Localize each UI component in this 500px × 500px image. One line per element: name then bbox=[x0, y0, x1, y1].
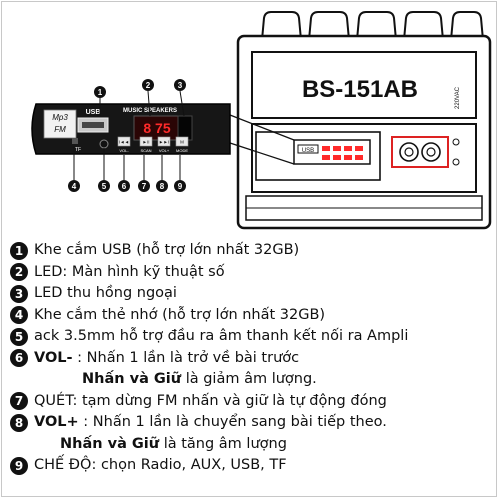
button-label-scan: SCAN bbox=[140, 148, 151, 153]
legend-item-6-detail: Nhấn và Giữ là giảm âm lượng. bbox=[10, 369, 494, 391]
legend-number-4: 4 bbox=[10, 306, 28, 324]
legend-bold-6: VOL- bbox=[34, 349, 73, 366]
svg-text:4: 4 bbox=[72, 182, 77, 191]
module-logo-fm: FM bbox=[54, 125, 66, 134]
svg-text:2: 2 bbox=[146, 81, 151, 90]
svg-text:6: 6 bbox=[122, 182, 127, 191]
marker-1: 1 bbox=[94, 86, 106, 98]
legend-number-6: 6 bbox=[10, 349, 28, 367]
device-diagram: BS-151AB 220VAC USB Mp3 FM USB MUSIC SPE… bbox=[31, 11, 492, 230]
legend-item-4: 4 Khe cắm thẻ nhớ (hỗ trợ lớn nhất 32GB) bbox=[10, 305, 494, 327]
legend-text-5: ack 3.5mm hỗ trợ đầu ra âm thanh kết nối… bbox=[34, 328, 409, 344]
legend-item-1: 1 Khe cắm USB (hỗ trợ lớn nhất 32GB) bbox=[10, 240, 494, 262]
svg-text:5: 5 bbox=[102, 182, 107, 191]
led-display-value: 8 75 bbox=[143, 120, 170, 136]
legend-item-7: 7 QUÉT: tạm dừng FM nhấn và giữ là tự độ… bbox=[10, 391, 494, 413]
legend-number-9: 9 bbox=[10, 456, 28, 475]
legend-item-3: 3 LED thu hồng ngoại bbox=[10, 283, 494, 305]
legend-number-8: 8 bbox=[10, 413, 28, 432]
legend-item-8-detail: Nhấn và Giữ là tăng âm lượng bbox=[10, 434, 494, 456]
marker-3: 3 bbox=[174, 79, 186, 91]
legend-bold-8: VOL+ bbox=[34, 414, 79, 430]
button-label-vol-plus: VOL+ bbox=[159, 148, 170, 153]
marker-9: 9 bbox=[174, 180, 186, 192]
legend-item-2: 2 LED: Màn hình kỹ thuật số bbox=[10, 262, 494, 284]
button-cap-prev: I◄◄ bbox=[119, 140, 129, 145]
module-logo-mp3: Mp3 bbox=[52, 113, 68, 122]
legend-text-7: QUÉT: tạm dừng FM nhấn và giữ là tự động… bbox=[34, 392, 387, 409]
button-cap-mode: M bbox=[180, 140, 184, 145]
cabinet-usb-label: USB bbox=[302, 148, 314, 154]
legend-number-1: 1 bbox=[10, 241, 28, 260]
module-button-labels: VOL- SCAN VOL+ MODE bbox=[119, 148, 188, 153]
legend-text-8-detail: là tăng âm lượng bbox=[159, 435, 287, 452]
legend-item-8: 8 VOL+ : Nhấn 1 lần là chuyển sang bài t… bbox=[10, 412, 494, 434]
legend-text-3: LED thu hồng ngoại bbox=[34, 285, 177, 301]
marker-8: 8 bbox=[156, 180, 168, 192]
marker-2: 2 bbox=[142, 79, 154, 91]
legend-text-9: CHẾ ĐỘ: chọn Radio, AUX, USB, TF bbox=[34, 457, 287, 473]
legend-number-7: 7 bbox=[10, 392, 28, 410]
legend-text-8: : Nhấn 1 lần là chuyển sang bài tiếp the… bbox=[78, 414, 387, 430]
marker-5: 5 bbox=[98, 180, 110, 192]
module-usb-label: USB bbox=[86, 109, 101, 116]
button-label-vol-minus: VOL- bbox=[119, 148, 129, 153]
mp3-module bbox=[31, 103, 231, 155]
legend-number-2: 2 bbox=[10, 263, 28, 281]
legend-text-1: Khe cắm USB (hỗ trợ lớn nhất 32GB) bbox=[34, 242, 300, 258]
legend-bold-6-detail: Nhấn và Giữ bbox=[82, 371, 182, 387]
legend-item-6: 6 VOL- : Nhấn 1 lần là trở về bài trước bbox=[10, 348, 494, 370]
model-label: BS-151AB bbox=[302, 76, 418, 103]
svg-text:3: 3 bbox=[178, 81, 183, 90]
legend-item-9: 9 CHẾ ĐỘ: chọn Radio, AUX, USB, TF bbox=[10, 455, 494, 477]
legend-item-5: 5 ack 3.5mm hỗ trợ đầu ra âm thanh kết n… bbox=[10, 326, 494, 348]
legend-number-3: 3 bbox=[10, 284, 28, 303]
module-button-caps: I◄◄ ►II ►►I M bbox=[119, 140, 184, 145]
button-label-mode: MODE bbox=[176, 148, 188, 153]
voltage-label: 220VAC bbox=[455, 86, 461, 109]
marker-7: 7 bbox=[138, 180, 150, 192]
svg-text:7: 7 bbox=[142, 182, 147, 191]
pointer-lines bbox=[73, 90, 185, 180]
legend-list: 1 Khe cắm USB (hỗ trợ lớn nhất 32GB) 2 L… bbox=[10, 240, 494, 477]
svg-text:8: 8 bbox=[160, 182, 165, 191]
module-tf-label: TF bbox=[75, 147, 81, 153]
marker-6: 6 bbox=[118, 180, 130, 192]
legend-number-5: 5 bbox=[10, 327, 28, 346]
svg-text:1: 1 bbox=[98, 88, 103, 97]
speaker-cabinet bbox=[236, 11, 492, 230]
svg-text:9: 9 bbox=[178, 182, 183, 191]
legend-text-6: : Nhấn 1 lần là trở về bài trước bbox=[72, 349, 300, 366]
button-cap-next: ►►I bbox=[159, 140, 169, 145]
legend-text-2: LED: Màn hình kỹ thuật số bbox=[34, 263, 225, 280]
legend-text-6-detail: là giảm âm lượng. bbox=[181, 371, 317, 387]
marker-4: 4 bbox=[68, 180, 80, 192]
zoom-connector bbox=[229, 114, 295, 165]
button-cap-play: ►II bbox=[143, 140, 150, 145]
legend-bold-8-detail: Nhấn và Giữ bbox=[60, 435, 160, 452]
legend-text-4: Khe cắm thẻ nhớ (hỗ trợ lớn nhất 32GB) bbox=[34, 306, 326, 323]
